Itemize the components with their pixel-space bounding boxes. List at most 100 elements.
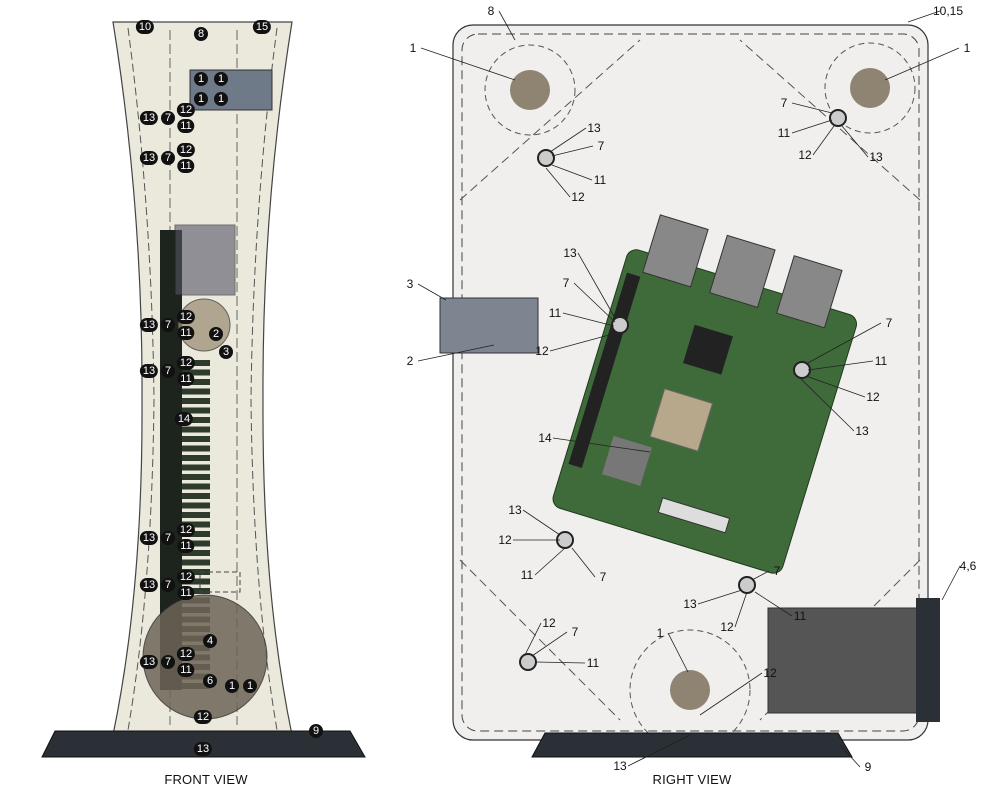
callout-badge: 12: [176, 523, 196, 537]
gpio-pin: [182, 474, 210, 480]
leader-line: [841, 125, 869, 158]
leader-line: [562, 312, 615, 327]
leader-line: [417, 344, 495, 362]
callout-badge: 7: [161, 364, 175, 378]
callout-badge: 13: [139, 655, 159, 669]
gpio-pin: [182, 426, 210, 433]
leader-line: [552, 437, 651, 453]
callout-badge: 11: [177, 663, 195, 677]
callout-label: 7: [780, 96, 788, 110]
leader-line: [577, 252, 616, 319]
callout-label: 7: [597, 139, 605, 153]
callout-label: 7: [773, 564, 781, 578]
callout-label: 10,15: [932, 4, 964, 18]
callout-badge: 10: [135, 20, 155, 34]
leader-line: [531, 631, 568, 657]
callout-badge: 11: [177, 372, 195, 386]
leader-line: [754, 591, 793, 617]
leader-line: [549, 331, 621, 352]
callout-label: 1: [656, 626, 664, 640]
gpio-pin: [182, 464, 210, 471]
callout-label: 13: [855, 424, 869, 438]
callout-label: 13: [563, 246, 577, 260]
callout-badge: 12: [176, 570, 196, 584]
callout-badge: 11: [177, 326, 195, 340]
callout-label: 1: [409, 41, 417, 55]
callout-badge: 14: [174, 412, 194, 426]
callout-label: 11: [793, 609, 807, 623]
gpio-pin: [182, 455, 210, 461]
callout-label: 2: [406, 354, 414, 368]
leader-line: [573, 282, 616, 323]
callout-badge: 13: [139, 318, 159, 332]
callout-label: 11: [520, 568, 534, 582]
leader-line: [524, 622, 542, 656]
standoff-hole: [850, 68, 890, 108]
gpio-pin: [182, 512, 210, 518]
leader-line: [549, 127, 587, 153]
callout-badge: 12: [176, 356, 196, 370]
front-view-caption: FRONT VIEW: [164, 772, 248, 787]
callout-label: 13: [508, 503, 522, 517]
leader-line: [420, 47, 516, 81]
leader-line: [551, 145, 594, 157]
leader-line: [941, 565, 961, 601]
callout-label: 11: [548, 306, 562, 320]
callout-label: 3: [406, 277, 414, 291]
callout-label: 11: [593, 173, 607, 187]
gpio-pin: [182, 360, 210, 366]
gpio-pin: [182, 531, 210, 537]
gpio-pin: [182, 588, 210, 594]
leader-lines: [417, 10, 961, 768]
callout-badge: 15: [252, 20, 272, 34]
callout-badge: 7: [161, 111, 175, 125]
gpio-pin: [182, 436, 210, 442]
callout-label: 4,6: [959, 559, 977, 573]
callout-label: 11: [777, 126, 791, 140]
standoff-hole: [510, 70, 550, 110]
callout-badge: 3: [219, 345, 233, 359]
gpio-pin: [182, 388, 210, 395]
front-view-drawing: [41, 21, 366, 758]
callout-badge: 1: [214, 72, 228, 86]
callout-badge: 13: [139, 151, 159, 165]
gpio-pin: [182, 483, 210, 490]
gpio-pin: [182, 379, 210, 385]
leader-line: [417, 283, 447, 301]
callout-label: 1: [963, 41, 971, 55]
leader-line: [812, 125, 835, 156]
callout-badge: 1: [194, 72, 208, 86]
right-view-caption: RIGHT VIEW: [652, 772, 732, 787]
leader-line: [907, 10, 941, 23]
callout-label: 7: [562, 276, 570, 290]
leader-line: [571, 547, 596, 578]
side-connector: [439, 297, 539, 354]
leader-line: [667, 632, 689, 673]
callout-label: 13: [587, 121, 601, 135]
leader-line: [535, 661, 586, 664]
callout-badge: 11: [177, 159, 195, 173]
leader-line: [884, 47, 960, 81]
callout-label: 13: [683, 597, 697, 611]
standoff-screws: [519, 109, 847, 671]
gpio-pin: [182, 569, 210, 575]
callout-label: 12: [866, 390, 880, 404]
callout-label: 7: [885, 316, 893, 330]
callout-label: 12: [542, 616, 556, 630]
leader-line: [791, 102, 833, 114]
standoff-hole: [670, 670, 710, 710]
fan-block: [767, 607, 924, 714]
leader-line: [699, 672, 763, 716]
callout-badge: 13: [139, 364, 159, 378]
leader-line: [807, 360, 874, 371]
gpio-pin: [182, 502, 210, 509]
callout-badge: 1: [243, 679, 257, 693]
callout-label: 7: [599, 570, 607, 584]
callout-label: 12: [571, 190, 585, 204]
callout-label: 12: [763, 666, 777, 680]
callout-badge: 1: [194, 92, 208, 106]
screw: [519, 653, 537, 671]
leader-line: [799, 377, 855, 432]
callout-badge: 7: [161, 578, 175, 592]
